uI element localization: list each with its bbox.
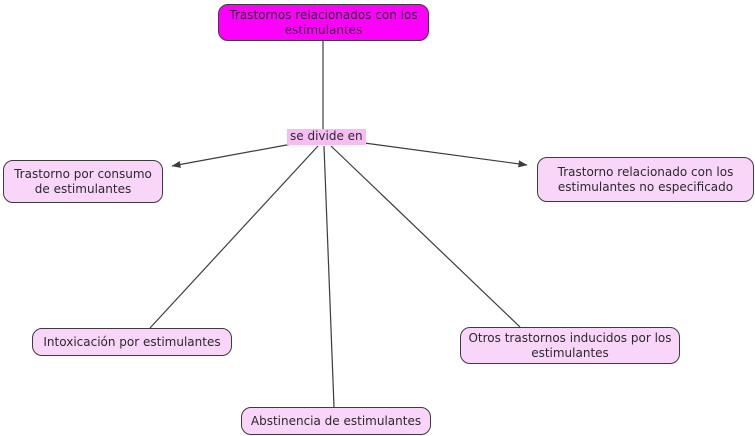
connector-label-to-consumo	[171, 143, 293, 168]
node-otros-trastornos[interactable]: Otros trastornos inducidos por los estim…	[460, 327, 680, 364]
node-intoxicacion[interactable]: Intoxicación por estimulantes	[32, 328, 232, 356]
connector-label-to-intoxicacion	[149, 145, 319, 329]
link-label-se-divide-en[interactable]: se divide en	[287, 129, 366, 145]
node-trastorno-por-consumo[interactable]: Trastorno por consumo de estimulantes	[3, 160, 163, 203]
connector-label-to-otros	[330, 145, 521, 328]
node-abstinencia[interactable]: Abstinencia de estimulantes	[241, 407, 431, 435]
node-trastorno-no-especificado[interactable]: Trastorno relacionado con los estimulant…	[537, 157, 754, 202]
connector-label-to-no-especificado	[356, 141, 528, 168]
connector-label-to-abstinencia	[323, 145, 335, 408]
node-root-trastornos-estimulantes[interactable]: Trastornos relacionados con los estimula…	[218, 4, 429, 41]
